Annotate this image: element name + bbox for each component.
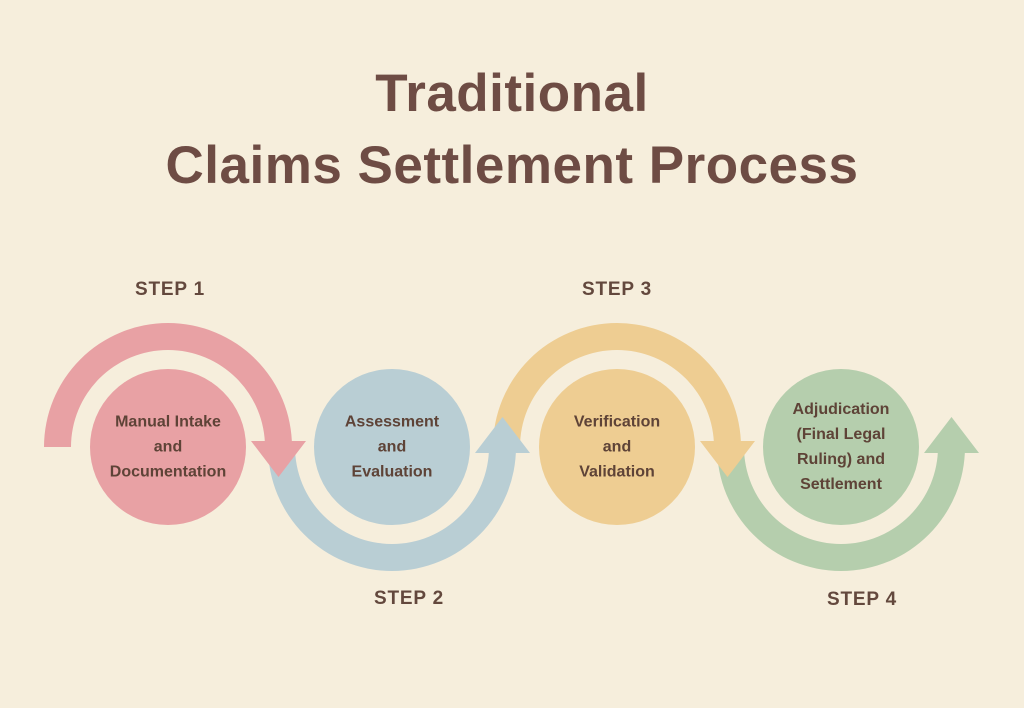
step4-label: STEP 4: [827, 589, 897, 610]
step3-circle: [539, 369, 695, 525]
step3-arrow-arc: [493, 323, 755, 477]
step3-label: STEP 3: [582, 279, 652, 300]
step2-label: STEP 2: [374, 588, 444, 609]
step4-title: Adjudication (Final Legal Ruling) and Se…: [792, 401, 890, 493]
step2-arrow-arc: [268, 417, 530, 571]
step2-title: Assessment and Evaluation: [344, 413, 440, 481]
step1-circle: [90, 369, 246, 525]
step1-title: Manual Intake and Documentation: [109, 413, 227, 481]
step4-circle: [763, 369, 919, 525]
step1-arrow-arc: [44, 323, 306, 477]
step2-circle: [314, 369, 470, 525]
step1-label: STEP 1: [135, 279, 205, 300]
page-title: Traditional Claims Settlement Process: [165, 64, 859, 195]
step4-arrow-arc: [717, 417, 979, 571]
step3-title: Verification and Validation: [573, 413, 661, 481]
